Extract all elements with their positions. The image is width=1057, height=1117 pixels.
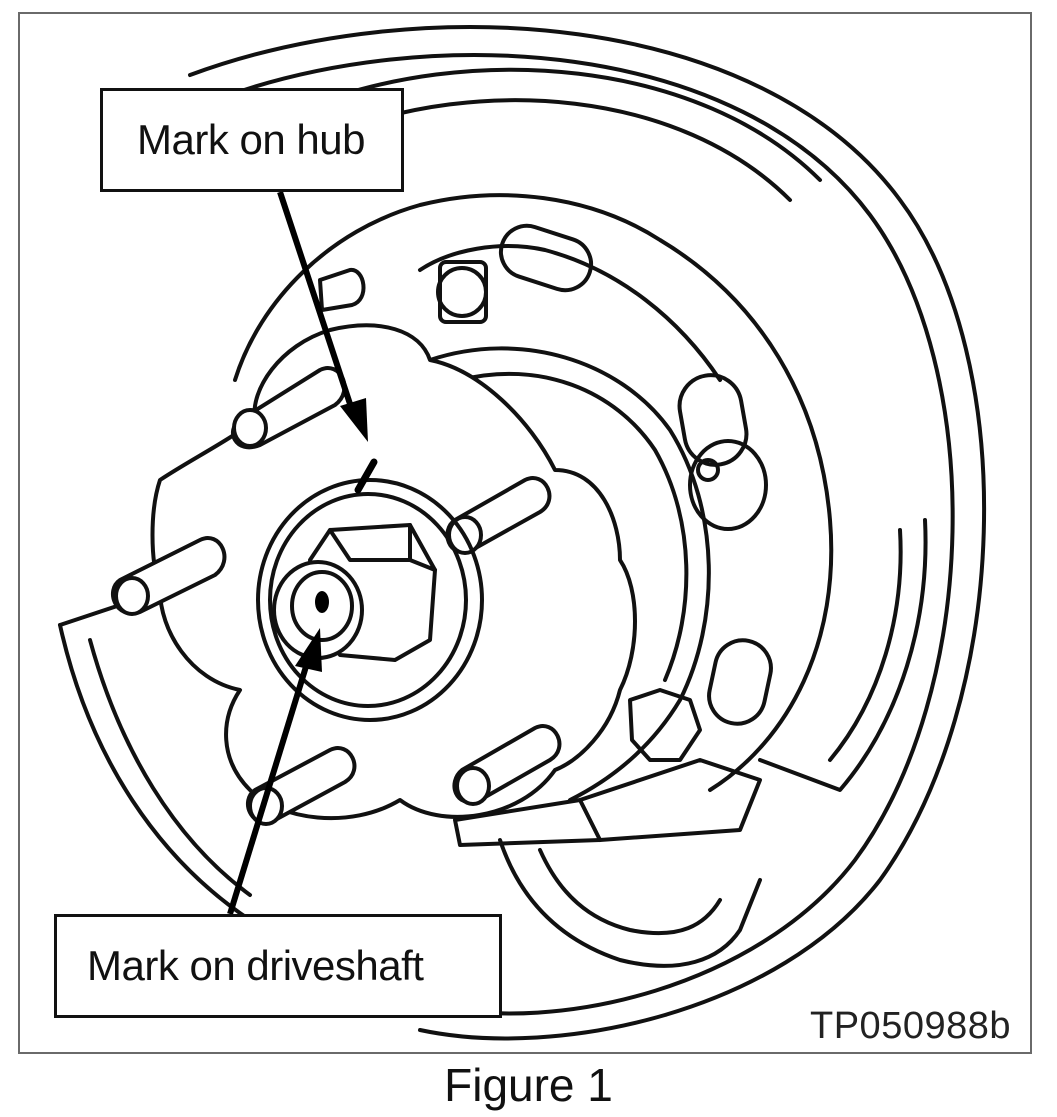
arrow-head-shaft xyxy=(295,628,322,672)
callout-mark-on-hub: Mark on hub xyxy=(100,88,404,192)
hub-flange xyxy=(110,268,637,826)
wheel-studs xyxy=(110,268,562,826)
reference-code: TP050988b xyxy=(810,1005,1011,1047)
callout-mark-on-driveshaft: Mark on driveshaft xyxy=(54,914,502,1018)
knuckle xyxy=(233,193,834,847)
callout-driveshaft-label: Mark on driveshaft xyxy=(87,942,424,989)
figure-caption: Figure 1 xyxy=(444,1059,613,1111)
callout-hub-label: Mark on hub xyxy=(137,116,365,163)
arrow-head-hub xyxy=(340,398,368,442)
callout-arrows xyxy=(227,191,368,915)
